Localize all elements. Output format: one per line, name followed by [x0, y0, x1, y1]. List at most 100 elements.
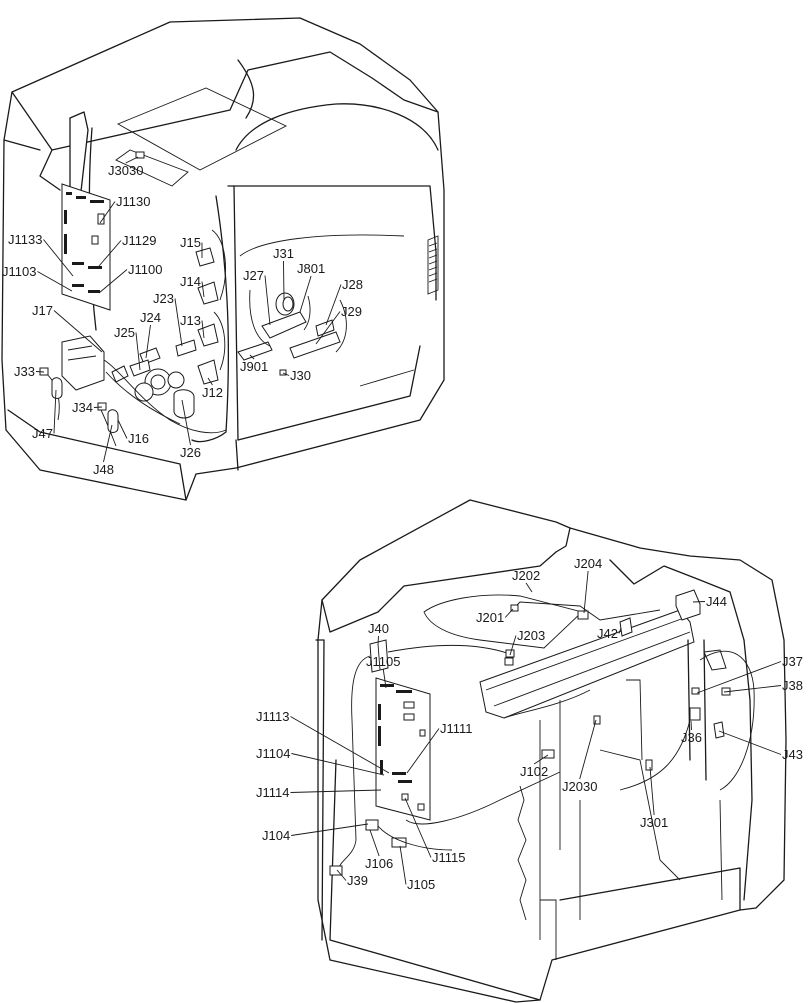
- callout-j1133: J1133: [8, 232, 74, 277]
- callout-j3030: J3030: [108, 156, 143, 178]
- connector-label: J24: [140, 310, 161, 325]
- connector-label: J42: [597, 626, 618, 641]
- leader-line: [399, 845, 407, 885]
- leader-line: [174, 298, 183, 347]
- connector-label: J1129: [122, 233, 156, 248]
- leader-line: [291, 823, 369, 836]
- connector-label: J203: [517, 628, 545, 643]
- leader-line: [369, 829, 380, 857]
- connector-label: J30: [290, 368, 311, 383]
- connector-label: J12: [202, 385, 223, 400]
- connector-label: J1114: [256, 785, 290, 800]
- connector-label: J201: [476, 610, 504, 625]
- connector-label: J25: [114, 325, 135, 340]
- callout-j47: J47: [32, 389, 57, 441]
- callout-j1104: J1104: [256, 746, 385, 776]
- connector-label: J3030: [108, 163, 143, 178]
- callout-j1111: J1111: [406, 721, 473, 774]
- callout-j301: J301: [640, 766, 668, 830]
- connector-label: J1104: [256, 746, 290, 761]
- callout-j1115: J1115: [404, 797, 466, 865]
- leader-line: [299, 275, 312, 313]
- callout-j16: J16: [117, 419, 149, 446]
- connector-label: J202: [512, 568, 540, 583]
- leader-line: [145, 324, 151, 359]
- callout-j1113: J1113: [256, 709, 390, 774]
- callout-j14: J14: [180, 274, 205, 298]
- leader-line: [135, 332, 141, 371]
- connector-label: J1133: [8, 232, 42, 247]
- callout-j23: J23: [153, 291, 183, 347]
- connector-label: J204: [574, 556, 602, 571]
- connector-label: J23: [153, 291, 174, 306]
- connector-label: J1111: [440, 721, 473, 736]
- callout-j105: J105: [399, 845, 435, 892]
- leader-line: [290, 789, 382, 793]
- connector-label: J17: [32, 303, 53, 318]
- callout-j1129: J1129: [98, 233, 156, 267]
- connector-label: J38: [782, 678, 803, 693]
- connector-label: J44: [706, 594, 727, 609]
- callout-j106: J106: [365, 829, 393, 871]
- connector-label: J1115: [432, 850, 466, 865]
- connector-label: J27: [243, 268, 264, 283]
- leader-line: [583, 570, 589, 614]
- callout-j1105: J1105: [366, 654, 400, 689]
- dc-controller-board: [61, 183, 111, 311]
- connector-label: J106: [365, 856, 393, 871]
- motor-housing: [61, 335, 105, 391]
- callout-j28: J28: [325, 277, 363, 326]
- formatter-board: [375, 677, 431, 821]
- connector-label: J34: [72, 400, 93, 415]
- connector-label: J801: [297, 261, 325, 276]
- leader-line: [406, 728, 440, 774]
- connector-label: J1113: [256, 709, 290, 724]
- callout-j30: J30: [282, 368, 311, 383]
- leader-line: [282, 372, 290, 376]
- leader-line: [325, 284, 342, 326]
- callout-j104: J104: [262, 823, 369, 843]
- connector-label: J36: [681, 730, 702, 745]
- leader-line: [718, 730, 782, 755]
- connector-label: J102: [520, 764, 548, 779]
- leader-line: [93, 406, 103, 408]
- callout-j24: J24: [140, 310, 161, 359]
- callout-j38: J38: [723, 678, 803, 693]
- callout-j1114: J1114: [256, 785, 382, 800]
- connector-label: J1103: [2, 264, 36, 279]
- connector-label: J2030: [562, 779, 597, 794]
- connector-label: J43: [782, 747, 803, 762]
- leader-line: [43, 239, 74, 277]
- callout-j2030: J2030: [562, 719, 597, 794]
- callout-j31: J31: [273, 246, 294, 301]
- callout-j34: J34: [72, 400, 103, 415]
- leader-line: [618, 627, 622, 634]
- callout-j17: J17: [32, 303, 103, 353]
- connector-label: J31: [273, 246, 294, 261]
- leader-line: [103, 424, 113, 463]
- leader-line: [99, 201, 116, 224]
- leader-line: [125, 156, 139, 164]
- callout-j33: J33: [14, 364, 45, 379]
- leader-line: [53, 389, 57, 434]
- callout-j901: J901: [240, 354, 268, 374]
- callout-j15: J15: [180, 235, 203, 259]
- callout-j102: J102: [520, 754, 549, 779]
- connector-label: J105: [407, 877, 435, 892]
- leader-line: [696, 661, 782, 694]
- leader-line: [207, 377, 213, 386]
- connector-label: J40: [368, 621, 389, 636]
- connector-label: J1105: [366, 654, 400, 669]
- leader-line: [37, 271, 73, 292]
- callout-j203: J203: [509, 628, 545, 656]
- leader-line: [525, 582, 533, 593]
- callout-j48: J48: [93, 424, 114, 477]
- callout-j42: J42: [597, 626, 622, 641]
- callout-j201: J201: [476, 608, 514, 625]
- callout-j12: J12: [202, 377, 223, 400]
- leader-line: [181, 399, 191, 446]
- connector-label: J33: [14, 364, 35, 379]
- leader-line: [504, 608, 514, 618]
- connector-label: J39: [347, 873, 368, 888]
- leader-line: [264, 275, 271, 326]
